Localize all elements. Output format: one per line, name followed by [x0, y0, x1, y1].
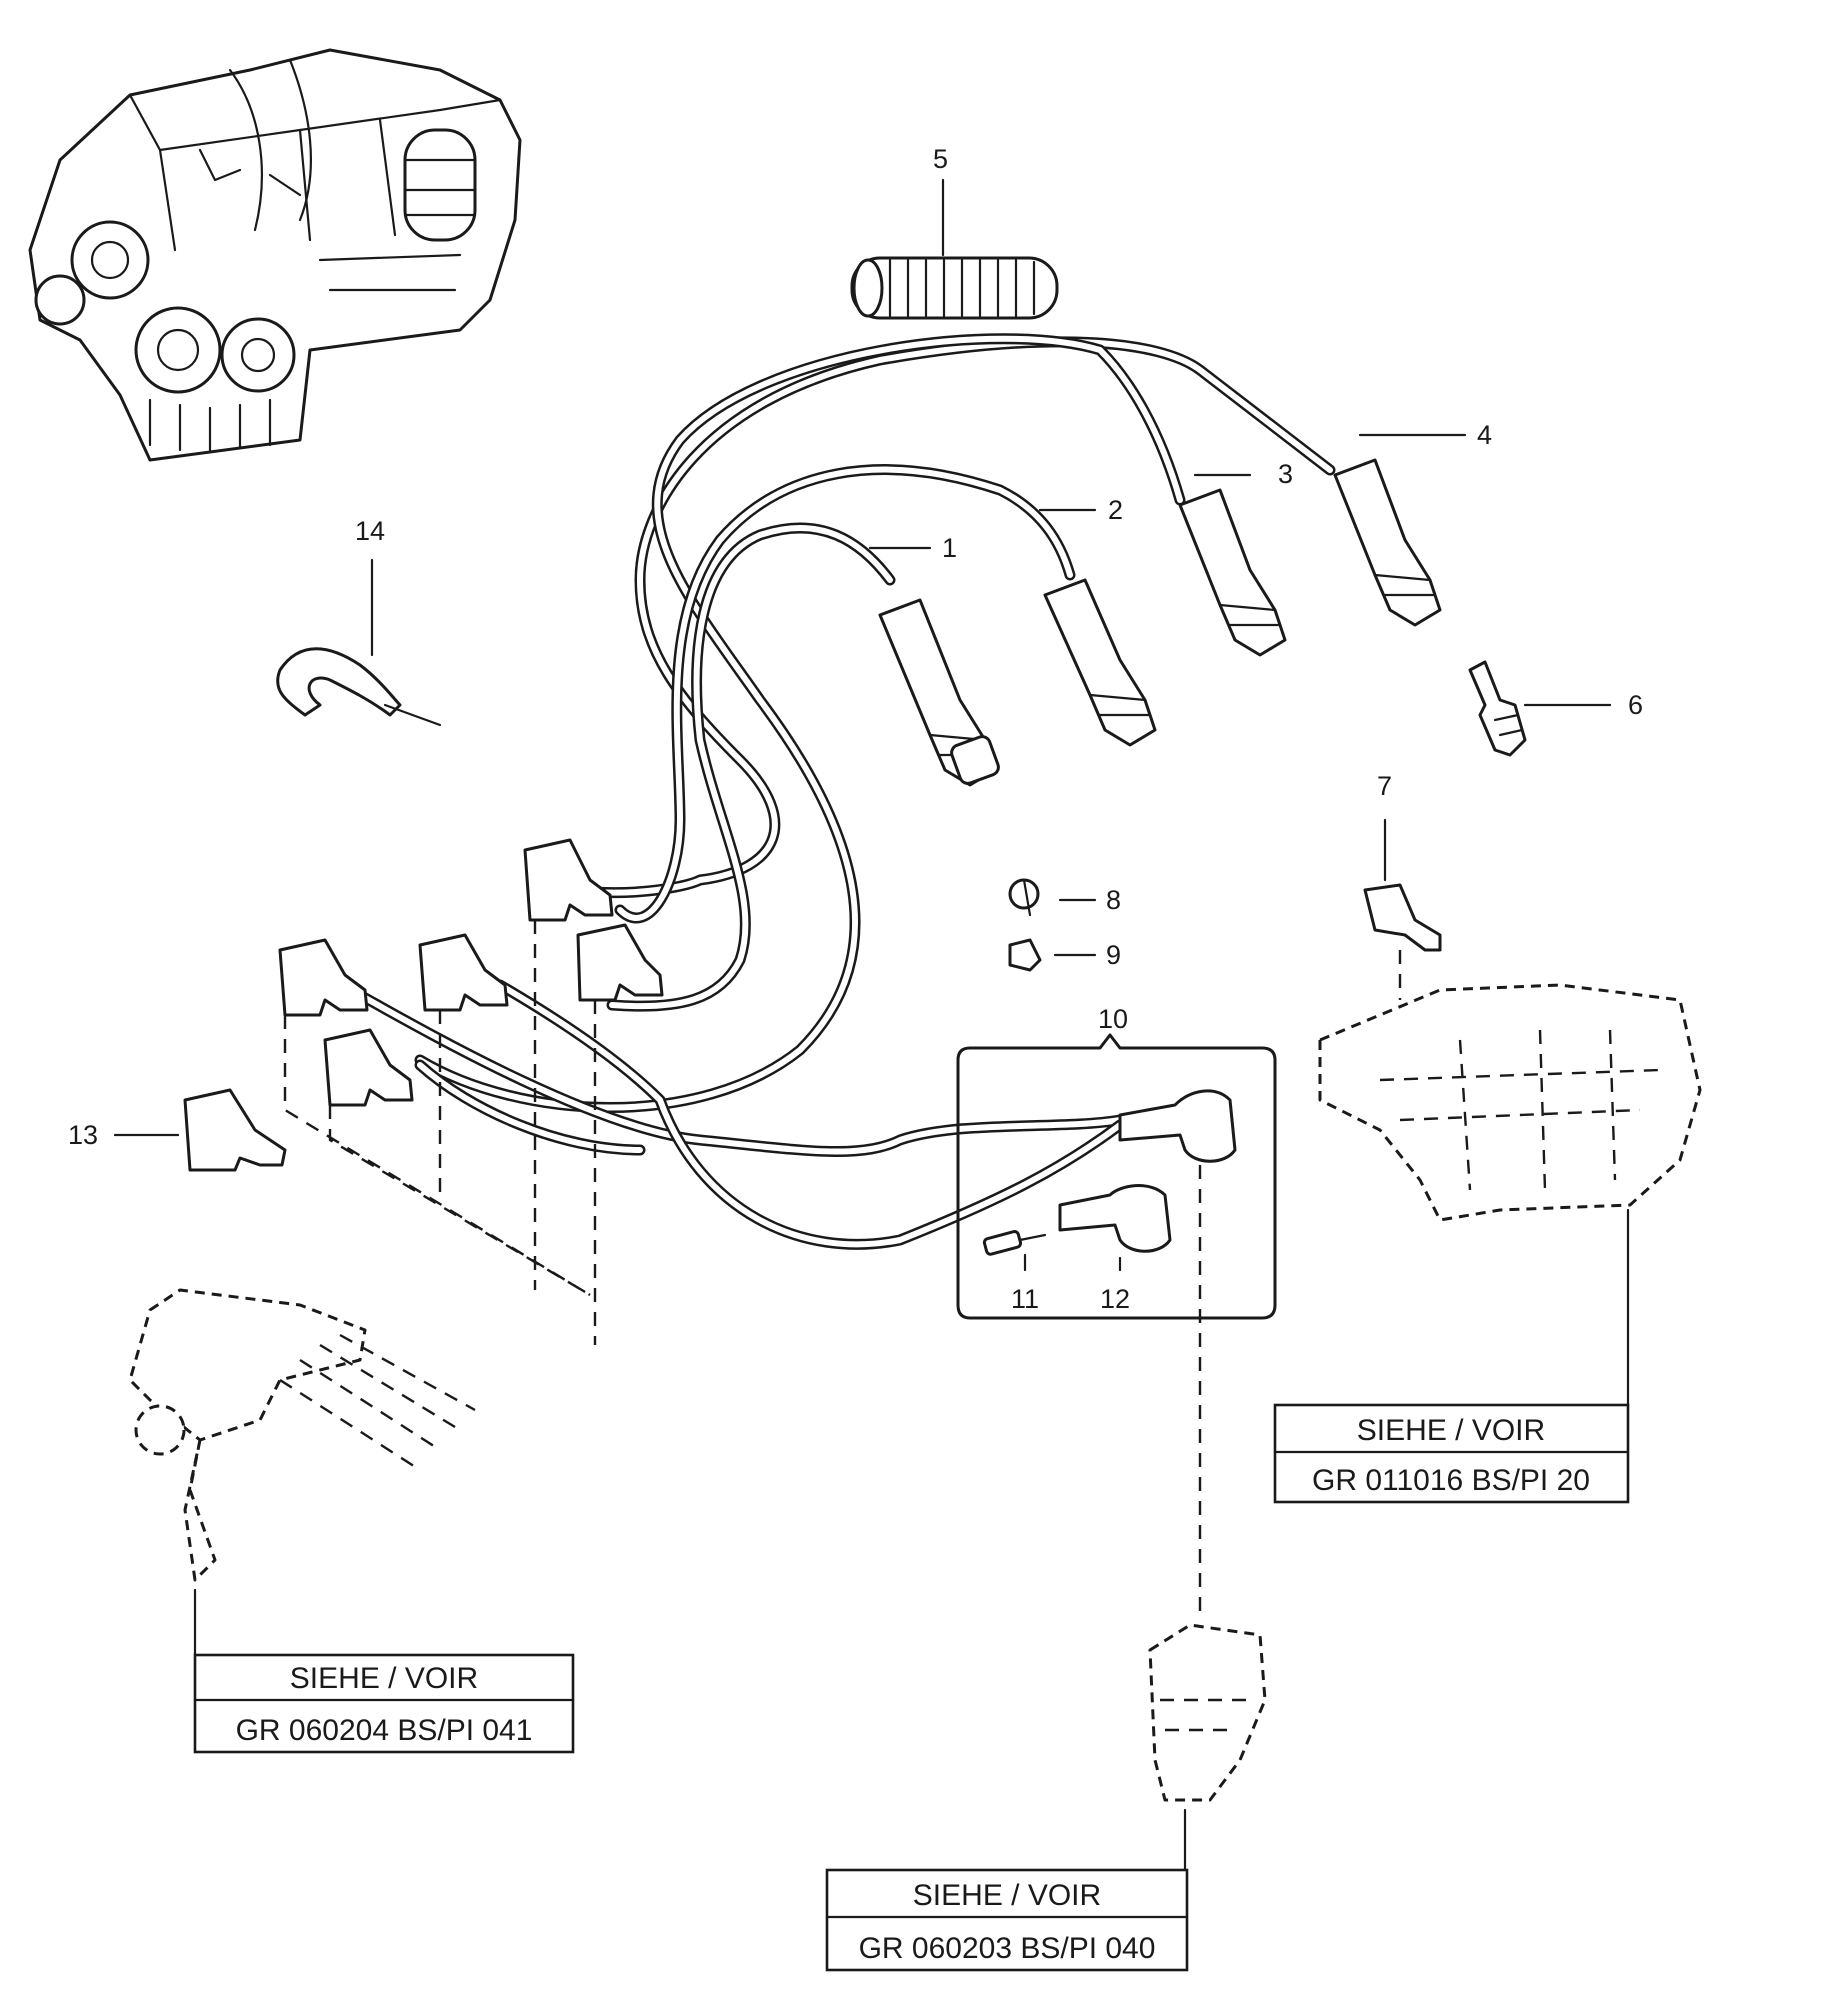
- reference-box-3: SIEHE / VOIR GR 011016 BS/PI 20: [1273, 1403, 1630, 1504]
- callout-14: 14: [355, 516, 385, 546]
- intake-manifold: [1318, 983, 1702, 1222]
- callout-2: 2: [1108, 495, 1123, 525]
- spark-plug: [1468, 660, 1527, 757]
- kit-10-group: [956, 1033, 1277, 1320]
- callout-7: 7: [1377, 771, 1392, 801]
- reference-box-3-line1: SIEHE / VOIR: [1357, 1414, 1545, 1447]
- callout-12: 12: [1100, 1284, 1130, 1314]
- cable-tie: [276, 647, 442, 727]
- assembly-guide-lines: [283, 920, 1402, 1620]
- spark-plug-connector-1: [878, 598, 1000, 787]
- engine-block-illustration: [28, 48, 522, 462]
- callout-numbers: 1 2 3 4 5 6 7 8 9 10 11 12 13 14: [68, 144, 1643, 1314]
- callout-9: 9: [1106, 940, 1121, 970]
- callout-8: 8: [1106, 885, 1121, 915]
- reference-box-2-line1: SIEHE / VOIR: [913, 1879, 1101, 1912]
- callout-3: 3: [1278, 459, 1293, 489]
- spark-plug-connector-4: [1333, 458, 1442, 627]
- callout-6: 6: [1628, 690, 1643, 720]
- reference-box-1-line2: GR 060204 BS/PI 041: [236, 1714, 533, 1747]
- sensor-housing: [1148, 1623, 1267, 1802]
- callout-1: 1: [942, 533, 957, 563]
- reference-box-2-line2: GR 060203 BS/PI 040: [859, 1932, 1156, 1965]
- reference-box-1: SIEHE / VOIR GR 060204 BS/PI 041: [193, 1653, 575, 1754]
- callout-11: 11: [1011, 1284, 1039, 1314]
- ignition-cable-set: [354, 333, 1336, 1250]
- callout-5: 5: [933, 144, 948, 174]
- distributor-assembly: [128, 1288, 476, 1582]
- bracket: [1363, 883, 1442, 952]
- callout-13: 13: [68, 1120, 98, 1150]
- callout-4: 4: [1477, 420, 1492, 450]
- leader-lines: [113, 178, 1630, 1872]
- distributor-cap-connectors: [278, 838, 664, 1107]
- cable-holder: [1008, 938, 1042, 972]
- reference-box-1-line1: SIEHE / VOIR: [290, 1662, 478, 1695]
- reference-box-3-line2: GR 011016 BS/PI 20: [1312, 1464, 1590, 1497]
- reference-box-2: SIEHE / VOIR GR 060203 BS/PI 040: [825, 1868, 1189, 1972]
- conduit-sleeve: [850, 256, 1059, 320]
- spark-plug-connector-2: [1043, 578, 1157, 747]
- callout-10: 10: [1098, 1004, 1128, 1034]
- spark-plug-connector-3: [1178, 488, 1287, 657]
- connector-boot: [183, 1088, 287, 1172]
- cable-clip: [1008, 878, 1040, 917]
